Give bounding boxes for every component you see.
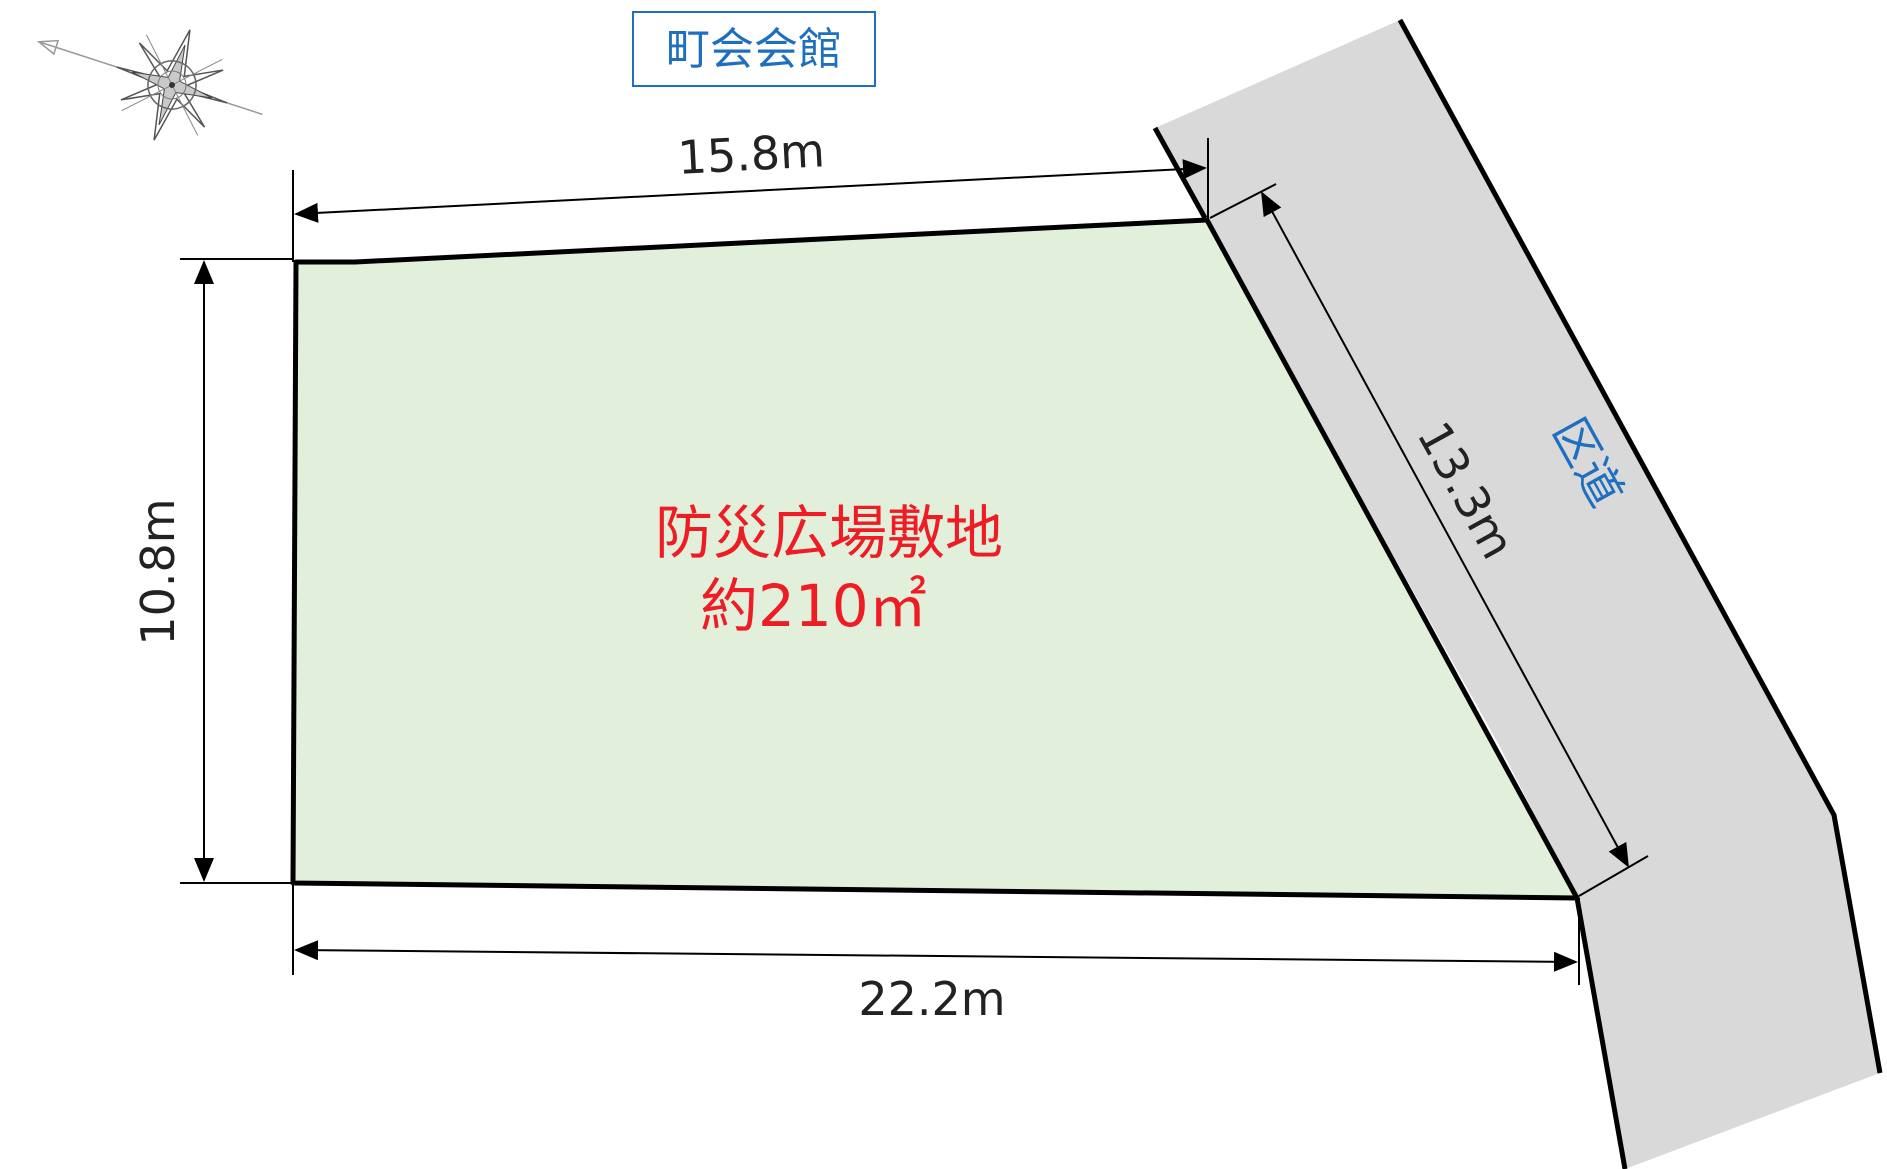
dim-diag-ext-bottom bbox=[1578, 855, 1649, 897]
dim-diag-line bbox=[1261, 191, 1629, 868]
dim-top-label: 15.8m bbox=[676, 123, 826, 185]
dim-left-label: 10.8m bbox=[131, 498, 185, 645]
site-area-label: 約210㎡ bbox=[700, 572, 927, 640]
road-edge-inner-bottom bbox=[1574, 897, 1628, 1169]
site-name-label: 防災広場敷地 bbox=[655, 499, 1003, 567]
hall-label-box bbox=[632, 11, 876, 87]
hall-label: 町会会館 bbox=[666, 24, 842, 75]
dim-top-line bbox=[294, 159, 1207, 223]
dim-diag-ext-top bbox=[1209, 183, 1277, 219]
dim-bottom-label: 22.2m bbox=[858, 972, 1005, 1026]
dim-bottom-line bbox=[294, 940, 1578, 972]
compass-rose-icon bbox=[36, 29, 263, 141]
